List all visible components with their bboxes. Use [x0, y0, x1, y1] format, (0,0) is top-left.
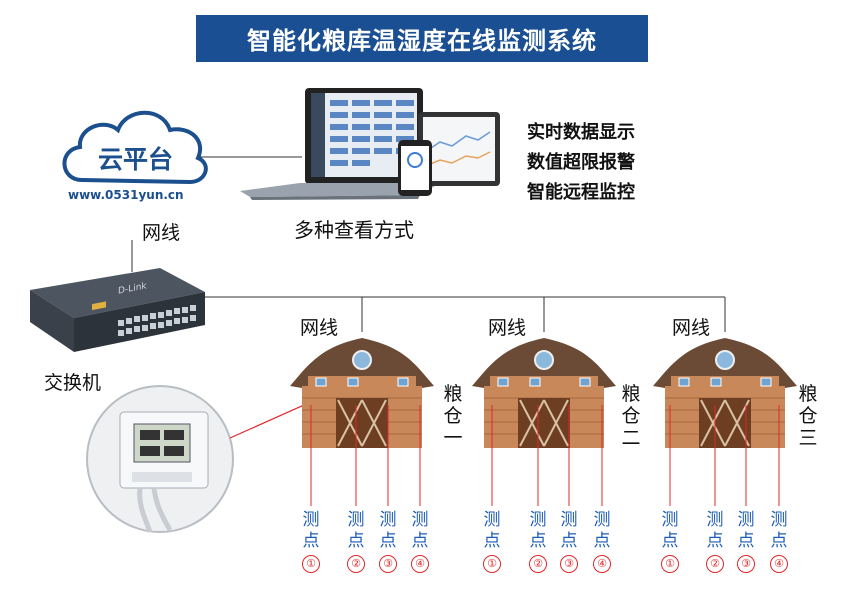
point-label-char: 点 [347, 531, 365, 551]
point-label-char: 点 [593, 531, 611, 551]
point-label-char: 测 [770, 510, 788, 530]
point-label-char: 测 [560, 510, 578, 530]
point-number: ② [347, 554, 365, 573]
point-label-char: 测 [411, 510, 429, 530]
point-number: ④ [770, 554, 788, 573]
barn-3 [653, 338, 797, 448]
barn-1-cable-label: 网线 [300, 317, 339, 339]
measurement-point: 测点 ② [526, 510, 550, 573]
point-label-char: 测 [302, 510, 320, 530]
tablet-icon [418, 112, 500, 186]
cloud-platform-label: 云平台 [98, 145, 174, 174]
barn-2 [472, 338, 616, 448]
measurement-point: 测点 ③ [376, 510, 400, 573]
measurement-point: 测点 ① [480, 510, 504, 573]
phone-icon [398, 140, 432, 196]
point-label-char: 测 [529, 510, 547, 530]
point-label-char: 点 [706, 531, 724, 551]
barn-3-cable-label: 网线 [672, 317, 711, 339]
point-label-char: 测 [737, 510, 755, 530]
point-label-char: 点 [411, 531, 429, 551]
barn-1 [290, 338, 434, 448]
point-number: ② [706, 554, 724, 573]
point-label-char: 点 [770, 531, 788, 551]
network-cable-label: 网线 [142, 222, 181, 244]
devices-caption: 多种查看方式 [294, 218, 414, 242]
feature-item: 实时数据显示 [527, 122, 635, 143]
measurement-point: 测点 ③ [557, 510, 581, 573]
barn-1-name: 粮仓一 [443, 383, 463, 449]
point-label-char: 点 [560, 531, 578, 551]
measurement-point: 测点 ④ [408, 510, 432, 573]
point-number: ① [661, 554, 679, 573]
point-label-char: 点 [661, 531, 679, 551]
point-label-char: 点 [737, 531, 755, 551]
point-number: ④ [593, 554, 611, 573]
point-label-char: 测 [661, 510, 679, 530]
measurement-point: 测点 ① [658, 510, 682, 573]
sensor-device-icon [86, 379, 361, 533]
point-label-char: 测 [706, 510, 724, 530]
sensor-lines [310, 405, 780, 506]
measurement-point: 测点 ③ [734, 510, 758, 573]
barn-2-cable-label: 网线 [488, 317, 527, 339]
point-number: ③ [379, 554, 397, 573]
point-label-char: 测 [483, 510, 501, 530]
cloud-icon [62, 110, 208, 185]
point-number: ③ [560, 554, 578, 573]
point-label-char: 点 [302, 531, 320, 551]
point-number: ① [483, 554, 501, 573]
feature-item: 智能远程监控 [527, 182, 635, 203]
point-number: ② [529, 554, 547, 573]
point-label-char: 点 [529, 531, 547, 551]
point-number: ① [302, 554, 320, 573]
measurement-point: 测点 ④ [767, 510, 791, 573]
page-title: 智能化粮库温湿度在线监测系统 [196, 15, 648, 62]
feature-item: 数值超限报警 [527, 152, 635, 173]
switch-label: 交换机 [44, 372, 102, 394]
measurement-point: 测点 ④ [590, 510, 614, 573]
measurement-point: 测点 ② [344, 510, 368, 573]
barn-3-name: 粮仓三 [798, 383, 818, 449]
point-label-char: 点 [379, 531, 397, 551]
feature-list: 实时数据显示 数值超限报警 智能远程监控 [527, 118, 635, 208]
point-label-char: 测 [347, 510, 365, 530]
switch-icon [30, 268, 205, 352]
barn-2-name: 粮仓二 [621, 383, 641, 449]
laptop-icon [240, 88, 440, 200]
point-label-char: 测 [593, 510, 611, 530]
point-number: ④ [411, 554, 429, 573]
measurement-point: 测点 ① [299, 510, 323, 573]
cloud-url[interactable]: www.0531yun.cn [68, 188, 184, 202]
point-label-char: 点 [483, 531, 501, 551]
point-number: ③ [737, 554, 755, 573]
measurement-point: 测点 ② [703, 510, 727, 573]
point-label-char: 测 [379, 510, 397, 530]
